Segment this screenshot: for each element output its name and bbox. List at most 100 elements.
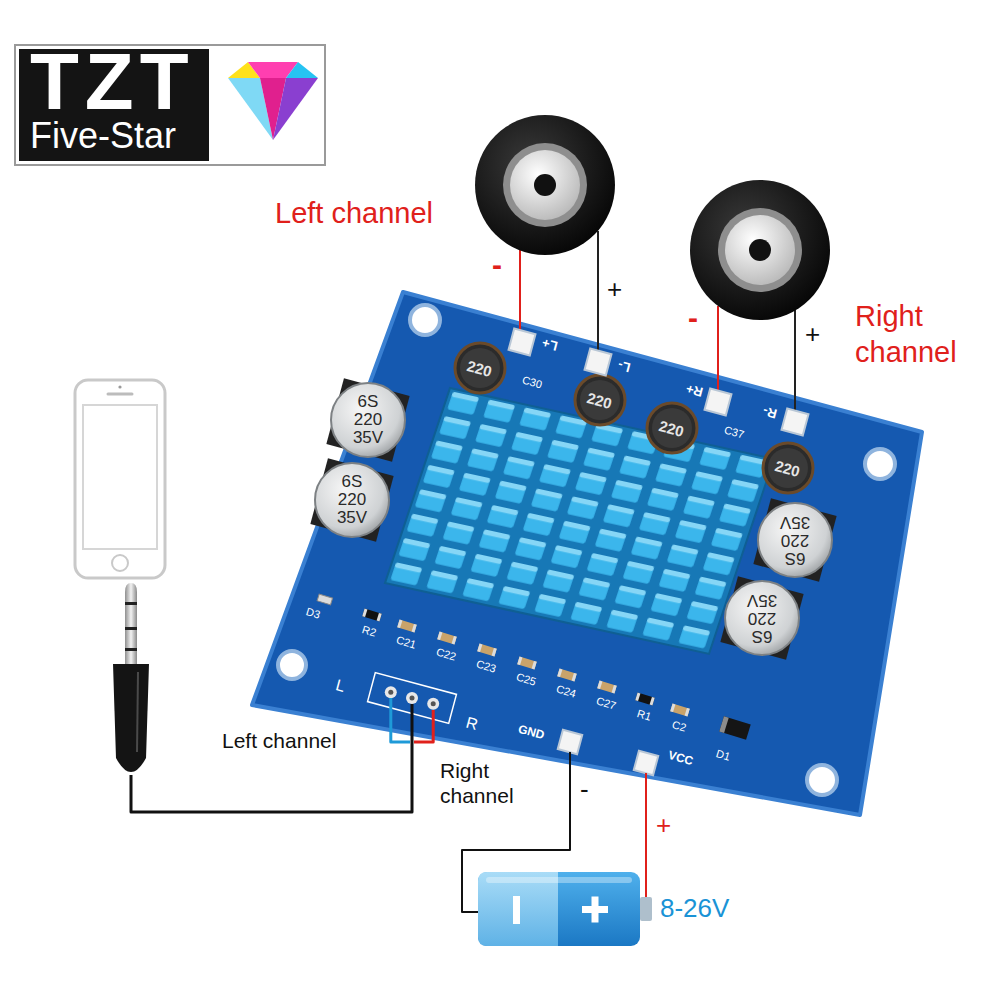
terminal-pad-part <box>705 389 732 416</box>
phone-part <box>108 393 132 396</box>
inductor-part <box>763 443 813 493</box>
smd-parts-part-part <box>412 624 417 633</box>
power-wire-part <box>645 773 647 897</box>
capacitor-part <box>725 581 799 655</box>
polarity-sign: - <box>492 250 502 280</box>
inductor-part <box>580 380 620 420</box>
terminal-pad-part <box>509 329 536 356</box>
polarity-sign: + <box>656 812 671 838</box>
speaker-part <box>690 180 830 320</box>
smd-parts-part-part <box>635 693 640 702</box>
smd-parts-part <box>517 657 537 670</box>
battery-part <box>478 872 640 946</box>
smd-parts-part-part <box>397 620 417 633</box>
voltage-label: 8-26V <box>660 893 729 924</box>
phone-part <box>112 555 128 571</box>
terminal-pad-part <box>585 349 612 376</box>
input-wire <box>131 698 433 812</box>
capacitor <box>310 378 836 659</box>
smd-parts-part-part <box>492 648 497 657</box>
capacitor-part <box>331 383 405 457</box>
smd-parts-part-part <box>650 697 655 706</box>
terminal-pad-part <box>782 409 809 436</box>
inductor-part <box>460 348 500 388</box>
smd-parts-part-part <box>517 657 522 666</box>
smd-parts-part-part <box>477 644 482 653</box>
terminal-pad <box>509 329 809 776</box>
inductor-part <box>768 448 808 488</box>
capacitor-marking: 6S 220 35V <box>772 513 818 567</box>
smd-parts <box>317 594 751 740</box>
polarity-sign: - <box>580 776 589 802</box>
channel-label: Left channel <box>275 196 433 231</box>
speaker-part <box>718 208 802 292</box>
speaker-wire-part <box>717 306 719 394</box>
smd-parts-part <box>635 693 655 706</box>
speaker-part <box>725 215 795 285</box>
capacitor-marking: 6S 220 35V <box>739 591 785 645</box>
smd-parts-part-part <box>719 716 728 733</box>
battery-part <box>592 897 599 923</box>
smd-parts-part <box>317 594 332 605</box>
speaker-wire-part <box>597 231 599 354</box>
audio-jack-part <box>113 664 149 772</box>
smd-parts-part-part <box>670 704 690 717</box>
smd-parts-part-part <box>477 644 497 657</box>
pcb-board-part <box>252 292 922 815</box>
smd-parts-part-part <box>597 681 617 694</box>
polarity-sign: - <box>688 303 698 333</box>
heatsink-part <box>385 388 774 654</box>
input-header-part <box>385 686 397 698</box>
polarity-sign: + <box>805 321 820 347</box>
pcb-board-part <box>410 305 440 335</box>
input-header-part <box>406 692 418 704</box>
logo-text: Five-Star <box>30 118 176 154</box>
pcb-board-part <box>807 765 837 795</box>
input-label: Left channel <box>222 728 336 753</box>
terminal-pad-part <box>634 751 658 775</box>
smd-parts-part-part <box>517 657 537 670</box>
battery <box>478 872 652 946</box>
battery-part <box>478 872 558 946</box>
audio-jack-part <box>125 627 137 630</box>
phone <box>75 380 165 578</box>
input-wire-part <box>131 704 412 812</box>
logo-part <box>286 62 318 78</box>
speaker-wire-part <box>794 310 796 414</box>
smd-parts-part-part <box>719 716 750 739</box>
smd-parts-part <box>362 609 382 622</box>
inductor-part <box>647 403 697 453</box>
smd-parts-part-part <box>670 704 675 713</box>
terminal-pad-part <box>558 730 582 754</box>
input-header-part <box>388 690 393 695</box>
polarity-sign: + <box>607 276 622 302</box>
capacitor-marking: 6S 220 35V <box>345 393 391 447</box>
audio-jack <box>113 583 149 772</box>
smd-parts-part <box>597 681 617 694</box>
input-label: Right channel <box>440 758 535 808</box>
channel-label: Right channel <box>855 298 980 371</box>
smd-parts-part-part <box>557 669 562 678</box>
capacitor-part <box>720 576 803 659</box>
capacitor-marking: 6S 220 35V <box>329 473 375 527</box>
inductor-part <box>575 375 625 425</box>
smd-parts-part-part <box>397 620 402 629</box>
audio-jack-part <box>125 602 137 605</box>
smd-parts-part-part <box>557 669 577 682</box>
input-wire-part <box>391 698 410 742</box>
speaker-part <box>510 150 580 220</box>
smd-parts-part-part <box>362 609 367 618</box>
smd-parts-part-part <box>452 636 457 645</box>
speaker-wire <box>520 231 795 414</box>
battery-part <box>640 897 652 921</box>
speaker-part <box>503 143 587 227</box>
pcb-board-part <box>865 449 895 479</box>
smd-parts-part-part <box>362 609 382 622</box>
smd-parts-part-part <box>377 613 382 622</box>
input-header-part <box>410 696 415 701</box>
speaker <box>475 115 830 320</box>
phone-part <box>83 405 157 549</box>
smd-parts-part <box>397 620 417 633</box>
smd-parts-part-part <box>597 681 602 690</box>
